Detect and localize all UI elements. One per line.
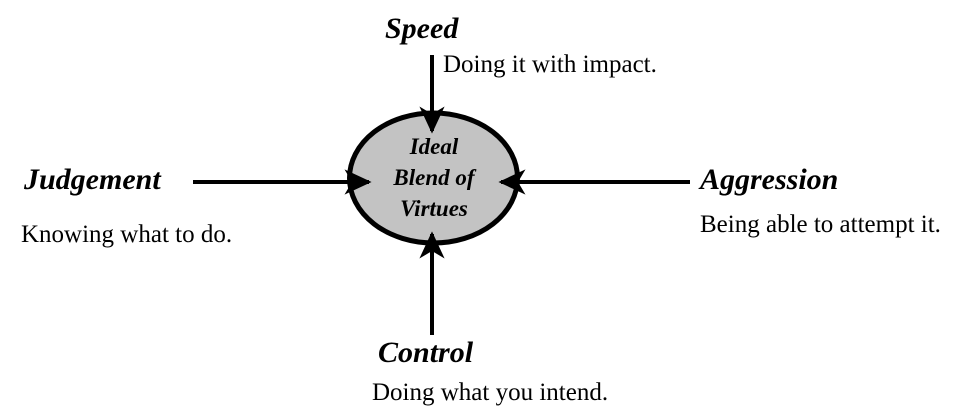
node-title-control: Control [378,336,474,369]
node-description-aggression: Being able to attempt it. [700,211,941,238]
center-ellipse [347,110,520,246]
node-title-judgement: Judgement [24,163,161,196]
node-title-speed: Speed [385,12,459,45]
node-description-control: Doing what you intend. [372,379,609,406]
node-title-aggression: Aggression [700,163,839,196]
node-description-speed: Doing it with impact. [443,51,657,78]
node-description-judgement: Knowing what to do. [21,221,233,248]
